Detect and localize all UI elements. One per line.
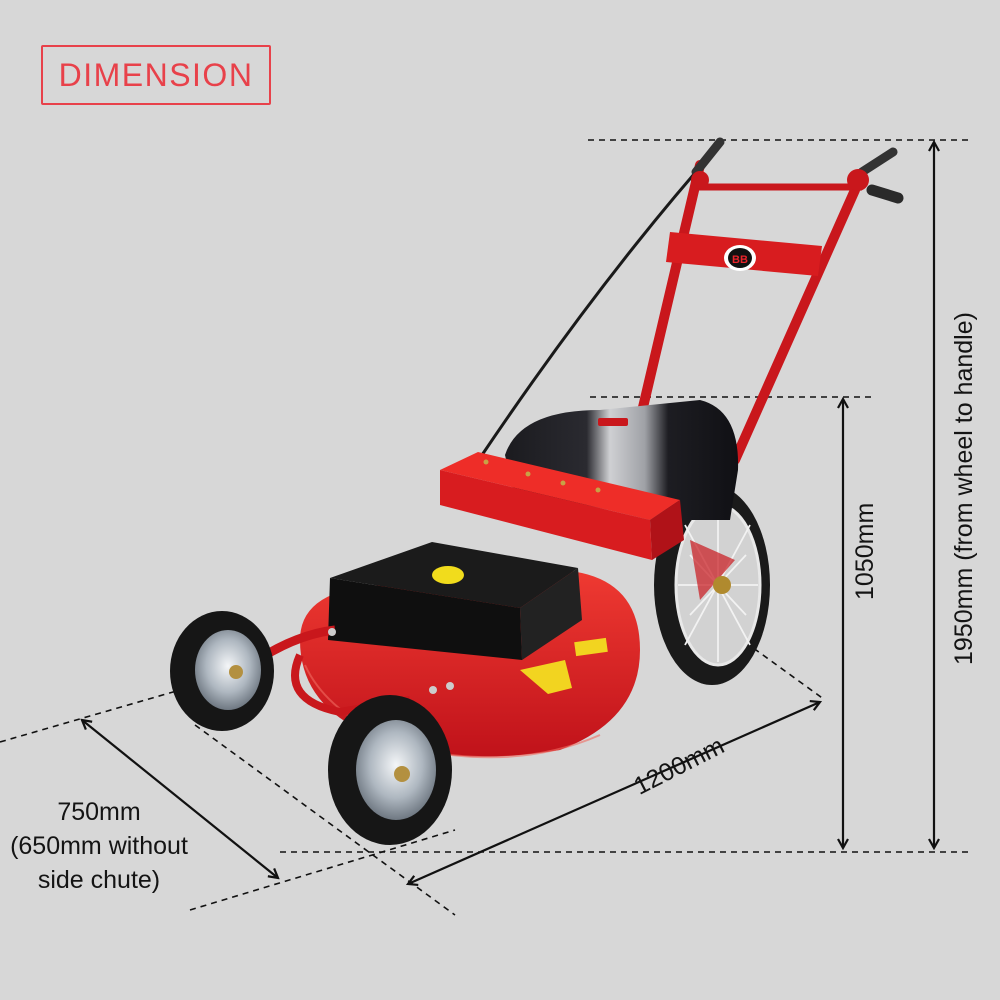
width-value: 750mm xyxy=(57,798,141,826)
lawn-mower: BB xyxy=(170,137,904,845)
body-height-label: 1050mm xyxy=(851,502,879,600)
dimension-arrows xyxy=(82,142,934,884)
total-height-label: 1950mm (from wheel to handle) xyxy=(950,312,978,665)
width-label: 750mm (650mm without side chute) xyxy=(4,795,194,897)
svg-text:BB: BB xyxy=(732,254,748,266)
width-note-line1: (650mm without xyxy=(10,832,188,860)
dimension-title-box: DIMENSION xyxy=(41,45,271,105)
dimension-title: DIMENSION xyxy=(58,56,254,93)
width-note-line2: side chute) xyxy=(37,866,161,894)
